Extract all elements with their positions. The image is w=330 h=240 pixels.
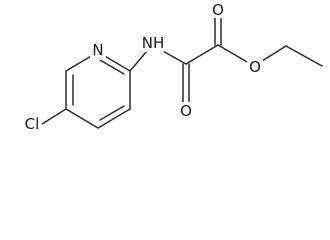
bond-c1-c6	[97, 108, 131, 129]
atom-label-amide-nh: NH	[142, 34, 165, 52]
bond-ch2-ch3	[285, 45, 323, 67]
bond-carbonyl-carbonyl	[185, 44, 219, 65]
atom-label-ester-oxygen: O	[247, 58, 263, 76]
atom-label-ring-nitrogen: N	[90, 41, 106, 60]
ring-nitrogen-label: N	[92, 41, 103, 59]
double-bond-inner-top	[99, 59, 125, 75]
atom-label-bottom-carbonyl-oxygen: O	[178, 102, 194, 120]
atom-label-top-carbonyl-oxygen: O	[210, 1, 226, 19]
ester-oxygen-label: O	[249, 58, 261, 76]
top-carbonyl-oxygen-label: O	[212, 1, 224, 19]
bond-c-cl	[41, 108, 67, 125]
chemical-structure-diagram: Cl N NH O O O	[20, 1, 323, 133]
double-bond-inner-bottom	[99, 105, 125, 121]
bottom-carbonyl-oxygen-label: O	[180, 102, 192, 120]
pyridine-ring	[65, 51, 131, 129]
bond-c6-c5	[65, 108, 99, 129]
chlorine-label: Cl	[25, 115, 40, 133]
atom-label-chlorine: Cl	[20, 115, 42, 133]
amide-nh-label: NH	[142, 34, 165, 52]
